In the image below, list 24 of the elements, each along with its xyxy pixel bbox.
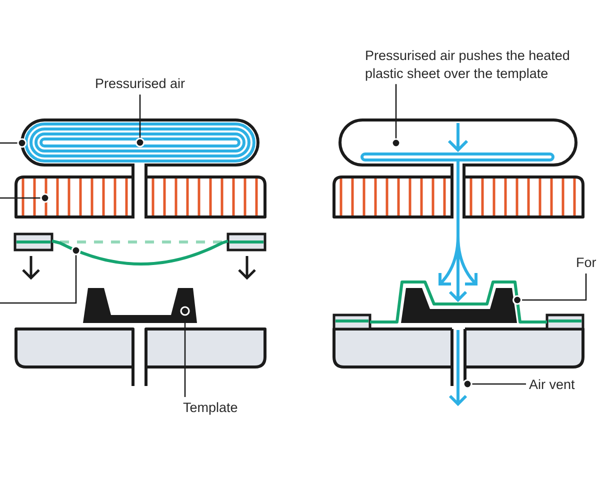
- heater-block: [332, 176, 452, 218]
- heater-block: [14, 176, 133, 218]
- air-tank: [338, 118, 578, 218]
- template-mould: [83, 288, 197, 323]
- leader-line: [0, 193, 50, 203]
- leader-line: [135, 94, 145, 148]
- airflow-arrow: [438, 158, 478, 302]
- pressurised-air-coil: [24, 122, 256, 162]
- heater-block: [464, 176, 584, 218]
- leader-line: [462, 379, 526, 389]
- callout-label: For: [576, 254, 596, 272]
- air-vent-channel: [450, 328, 466, 388]
- leader-line: [0, 138, 27, 148]
- leader-line: [0, 246, 81, 304]
- plastic-sheet: [52, 240, 228, 266]
- formed-plastic-sheet: [370, 280, 547, 324]
- callout-label: Pressurised air: [95, 75, 186, 93]
- callout-label: Template: [183, 399, 238, 417]
- callout-label: Pressurised air pushes the heated plastic sheet over the template: [365, 47, 571, 82]
- heater-block: [146, 176, 266, 218]
- leader-line: [391, 84, 401, 148]
- callout-label: Air vent: [529, 376, 575, 394]
- leader-line: [180, 306, 190, 397]
- leader-line: [512, 274, 587, 305]
